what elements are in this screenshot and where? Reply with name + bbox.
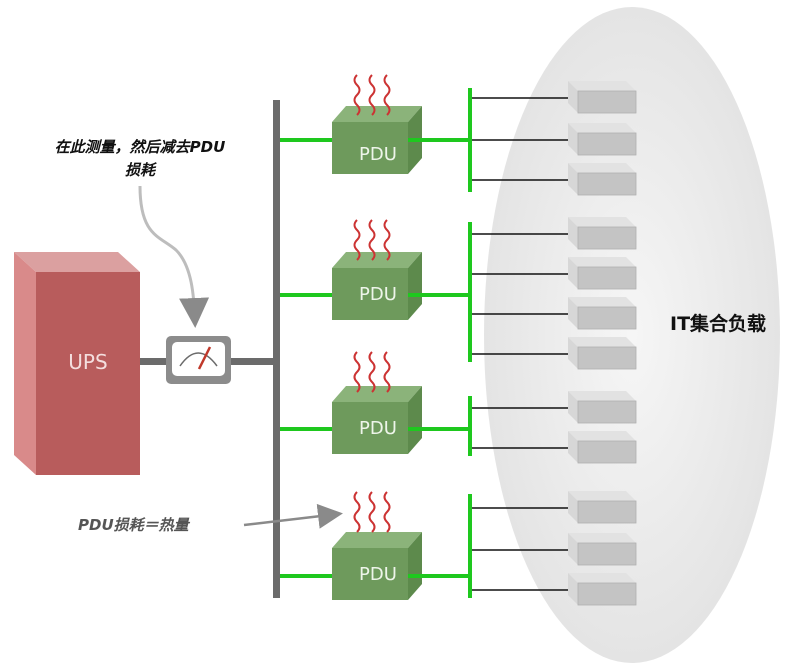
server-7: [568, 337, 637, 370]
server-4: [568, 217, 637, 250]
main-vertical-bus: [273, 100, 280, 598]
pdu-feeds: [280, 138, 332, 578]
annotation-measure-line1: 在此测量，然后减去PDU: [55, 138, 226, 156]
server-3: [568, 163, 637, 196]
ups-output-bus: [140, 358, 170, 365]
pdu-2-label: PDU: [359, 284, 397, 305]
server-8: [568, 391, 637, 424]
heat-waves: [353, 74, 391, 533]
annotation-measure-line2: 损耗: [125, 161, 157, 179]
pdu-3: PDU: [332, 386, 422, 454]
measure-arrow: [138, 185, 210, 328]
annotation-heat: PDU损耗＝热量: [78, 516, 191, 534]
server-2: [568, 123, 637, 156]
heat-arrow: [243, 503, 343, 529]
it-servers: [568, 81, 637, 606]
server-branches: [472, 97, 568, 591]
ups-label: UPS: [68, 350, 107, 374]
pdu-4: PDU: [332, 532, 422, 600]
pdu-4-label: PDU: [359, 564, 397, 585]
it-load-region: [484, 7, 780, 663]
server-11: [568, 533, 637, 566]
server-1: [568, 81, 637, 114]
ups-block: UPS: [14, 252, 140, 475]
server-10: [568, 491, 637, 524]
server-5: [568, 257, 637, 290]
it-load-label: IT集合负载: [670, 312, 766, 335]
power-meter: [166, 336, 231, 384]
pdu-3-label: PDU: [359, 418, 397, 439]
pdu-2: PDU: [332, 252, 422, 320]
server-12: [568, 573, 637, 606]
pdu-1: PDU: [332, 106, 422, 174]
server-6: [568, 297, 637, 330]
meter-output-bus: [231, 358, 279, 365]
pdu-outputs: [408, 88, 472, 598]
server-9: [568, 431, 637, 464]
pdu-1-label: PDU: [359, 144, 397, 165]
meter-needle: [197, 346, 212, 370]
